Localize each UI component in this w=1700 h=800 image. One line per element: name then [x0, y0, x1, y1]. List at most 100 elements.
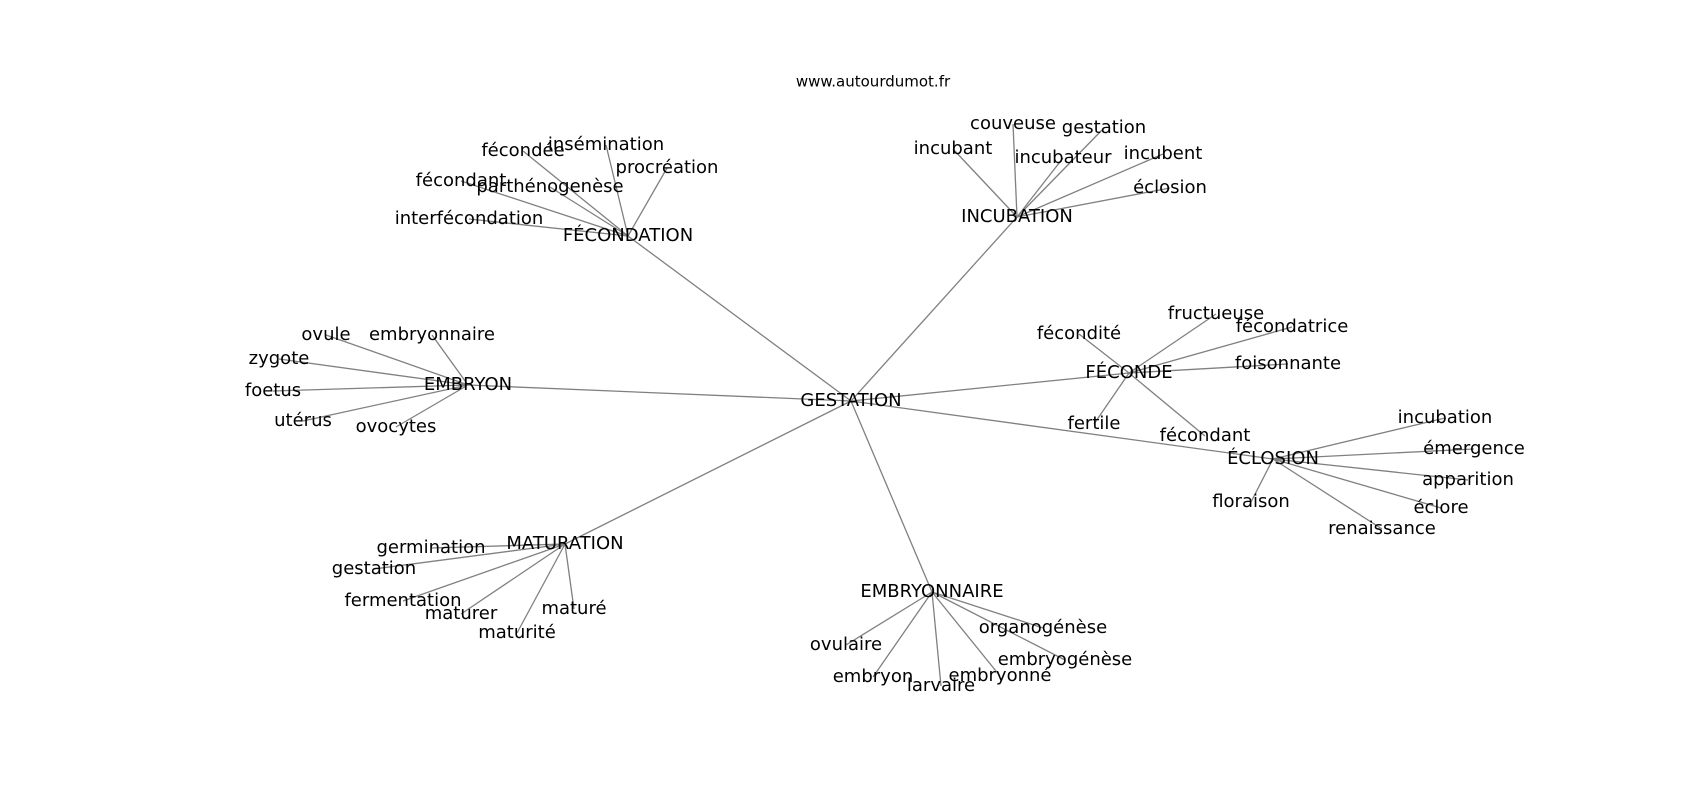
- edge-line: [850, 216, 1018, 402]
- leaf-fertile[interactable]: fertile: [1068, 413, 1121, 434]
- leaf-fecondant-2[interactable]: fécondant: [1160, 425, 1251, 446]
- edge-line: [1016, 157, 1064, 218]
- leaf-foetus[interactable]: foetus: [245, 380, 301, 401]
- leaf-parthenogenese[interactable]: parthénogenèse: [476, 176, 623, 197]
- edge-line: [627, 235, 852, 402]
- edge-line: [931, 591, 942, 687]
- edge-line: [272, 384, 469, 392]
- edge-line: [522, 150, 629, 237]
- edge-line: [302, 384, 469, 422]
- leaf-fermentation[interactable]: fermentation: [344, 590, 461, 611]
- edge-line: [931, 591, 1001, 677]
- leaf-incubation[interactable]: incubation: [1398, 407, 1493, 428]
- leaf-floraison[interactable]: floraison: [1212, 491, 1290, 512]
- edge-line: [373, 543, 566, 570]
- edge-line: [402, 543, 566, 602]
- edge-line: [1272, 458, 1383, 530]
- edge-line: [872, 591, 933, 678]
- edge-line: [1012, 123, 1018, 218]
- edge-line: [1078, 333, 1130, 374]
- leaf-fecondite[interactable]: fécondité: [1037, 323, 1121, 344]
- edge-line: [549, 186, 629, 237]
- edge-line: [1128, 372, 1206, 437]
- edge-line: [1093, 372, 1130, 425]
- center-node[interactable]: GESTATION: [800, 390, 901, 411]
- leaf-fecondant[interactable]: fécondant: [416, 170, 507, 191]
- leaf-gestation-2[interactable]: gestation: [332, 558, 416, 579]
- leaf-couveuse[interactable]: couveuse: [970, 113, 1056, 134]
- hub-incubation[interactable]: INCUBATION: [961, 206, 1073, 227]
- leaf-renaissance[interactable]: renaissance: [1328, 518, 1436, 539]
- leaf-embryogenese[interactable]: embryogénèse: [998, 649, 1133, 670]
- hub-fecondation[interactable]: FÉCONDATION: [563, 224, 693, 246]
- leaf-apparition[interactable]: apparition: [1422, 469, 1514, 490]
- leaf-eclosion[interactable]: éclosion: [1133, 177, 1207, 198]
- edge-line: [395, 384, 469, 428]
- leaf-zygote[interactable]: zygote: [249, 348, 310, 369]
- hub-embryon[interactable]: EMBRYON: [424, 374, 512, 395]
- edge-line: [627, 167, 668, 237]
- leaf-embryon[interactable]: embryon: [833, 666, 914, 687]
- edge-line: [1016, 187, 1171, 218]
- edge-line: [468, 218, 629, 237]
- edge-line: [430, 543, 566, 549]
- edge-line: [952, 148, 1018, 218]
- edge-line: [1016, 127, 1105, 218]
- edge-line: [1272, 458, 1469, 481]
- edge-layer: [272, 123, 1475, 687]
- edge-line: [850, 372, 1130, 402]
- edge-line: [1250, 458, 1274, 503]
- leaf-ovule[interactable]: ovule: [301, 324, 350, 345]
- leaf-incubant[interactable]: incubant: [914, 138, 993, 159]
- leaf-ovulaire[interactable]: ovulaire: [810, 634, 882, 655]
- leaf-ovocytes[interactable]: ovocytes: [356, 416, 437, 437]
- edge-line: [931, 591, 1044, 629]
- leaf-uterus[interactable]: utérus: [274, 410, 332, 431]
- edge-line: [278, 358, 469, 386]
- edge-line: [845, 591, 933, 646]
- leaf-emergence[interactable]: émergence: [1423, 438, 1525, 459]
- edge-line: [1128, 313, 1217, 374]
- edge-line: [516, 543, 566, 634]
- edge-line: [1272, 417, 1446, 460]
- leaf-incubent[interactable]: incubent: [1124, 143, 1203, 164]
- leaf-insemination[interactable]: insémination: [548, 134, 664, 155]
- leaf-procreation[interactable]: procréation: [616, 157, 719, 178]
- edge-line: [1016, 153, 1164, 218]
- leaf-embryonne[interactable]: embryonné: [949, 665, 1052, 686]
- leaf-interfecondation[interactable]: interfécondation: [395, 208, 544, 229]
- edge-line: [1128, 326, 1293, 374]
- leaf-germination[interactable]: germination: [376, 537, 485, 558]
- edge-line: [850, 400, 1274, 460]
- edge-line: [931, 591, 1066, 661]
- leaf-eclore[interactable]: éclore: [1413, 497, 1468, 518]
- edge-line: [850, 400, 933, 593]
- edge-line: [564, 400, 852, 545]
- edge-line: [1272, 458, 1442, 509]
- leaf-fructueuse[interactable]: fructueuse: [1168, 303, 1264, 324]
- leaf-organogenese[interactable]: organogénèse: [979, 617, 1107, 638]
- leaf-fecondatrice[interactable]: fécondatrice: [1236, 316, 1349, 337]
- edge-line: [564, 543, 575, 610]
- edge-line: [325, 334, 469, 386]
- leaf-incubateur[interactable]: incubateur: [1014, 147, 1112, 168]
- leaf-mature[interactable]: maturé: [541, 598, 606, 619]
- leaf-fecondee[interactable]: fécondée: [481, 140, 564, 161]
- hub-eclosion[interactable]: ÉCLOSION: [1227, 447, 1319, 469]
- edge-line: [1272, 448, 1475, 460]
- hub-feconde[interactable]: FÉCONDE: [1085, 361, 1172, 383]
- leaf-embryonnaire[interactable]: embryonnaire: [369, 324, 495, 345]
- edge-line: [431, 334, 469, 386]
- leaf-larvaire[interactable]: larvaire: [907, 675, 975, 696]
- leaf-gestation[interactable]: gestation: [1062, 117, 1146, 138]
- edge-line: [605, 144, 629, 237]
- leaf-maturite[interactable]: maturité: [478, 622, 556, 643]
- hub-maturation[interactable]: MATURATION: [506, 533, 623, 554]
- hub-embryonnaire[interactable]: EMBRYONNAIRE: [860, 581, 1003, 602]
- edge-line: [460, 543, 566, 615]
- edge-line: [1128, 363, 1289, 374]
- edge-line: [460, 180, 629, 237]
- site-url: www.autourdumot.fr: [796, 73, 951, 91]
- leaf-foisonnante[interactable]: foisonnante: [1235, 353, 1341, 374]
- leaf-maturer[interactable]: maturer: [425, 603, 498, 624]
